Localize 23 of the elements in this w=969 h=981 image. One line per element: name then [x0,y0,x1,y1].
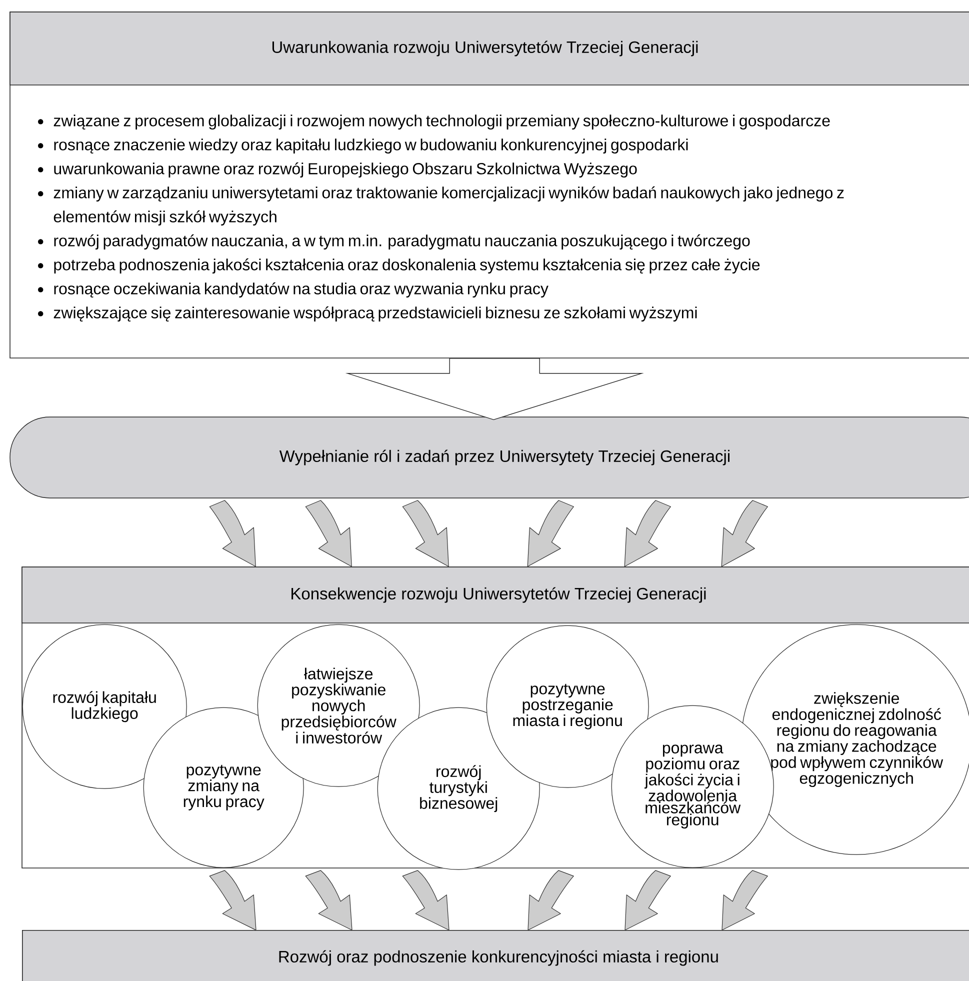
node-label: rosnące oczekiwania kandydatów na studia oraz wyzwania rynku pracy [54,282,548,298]
curved-arrow [305,870,352,930]
node-label: potrzeba podnoszenia jakości kształcenia oraz doskonalenia systemu kształcenia się przez całe życie [54,258,760,274]
node-label: rosnące znaczenie wiedzy oraz kapitału ludzkiego w budowaniu konkurencyjnej gospodarki [54,138,688,154]
curved-arrow [402,870,450,930]
bullet-list: związane z procesem globalizacji i rozwojem nowych technologii przemiany społeczno-kulturowe i gospodarcze rosnące znaczenie wiedzy oraz kapitału ludzkiego w budowaniu konkurencyjnej gospodarki uwarunkowania prawne oraz rozwój Europejskiego Obszaru Szkolnictwa Wyższego zmiany w zarządzaniu uniwersytetami oraz traktowanie komercjalizacji wyników badań naukowych jako jednego z elementów misji szkół wyższych rozwój paradygmatów nauczania, a w tym m.in. paradygmatu nauczania poszukującego i twórczego potrzeba podnoszenia jakości kształcenia oraz doskonalenia systemu kształcenia się przez całe życie rosnące oczekiwania kandydatów na studia oraz wyzwania rynku pracy zwiększające się zainteresowanie współpracą przedstawicieli biznesu ze szkołami wyższymi [38,114,844,322]
chevron-arrow [345,358,644,420]
node-label: rozwój paradygmatów nauczania, a w tym m.in. paradygmatu nauczania poszukującego i twórczego [54,234,750,250]
curved-arrow [209,500,256,567]
curved-arrow [528,870,574,930]
node-label: uwarunkowania prawne oraz rozwój Europejskiego Obszaru Szkolnictwa Wyższego [54,162,637,178]
curved-arrow [722,870,768,930]
node-label: zwiększające się zainteresowanie współpracą przedstawicieli biznesu ze szkołami wyższymi [54,306,697,322]
curved-arrow [527,500,574,567]
rounded-band: Wypełnianie ról i zadań przez Uniwersytety Trzeciej Generacji [10,416,969,498]
node-label: związane z procesem globalizacji i rozwojem nowych technologii przemiany społeczno-kulturowe i gospodarcze [54,114,830,130]
curved-arrow [209,870,256,930]
curved-arrow [402,500,449,567]
curved-arrow [624,870,671,930]
curved-arrow [721,500,768,567]
curved-arrow [305,500,352,567]
result-box: Rozwój oraz podnoszenie konkurencyjności miasta i regionu [22,930,969,981]
curved-arrow [624,500,671,567]
